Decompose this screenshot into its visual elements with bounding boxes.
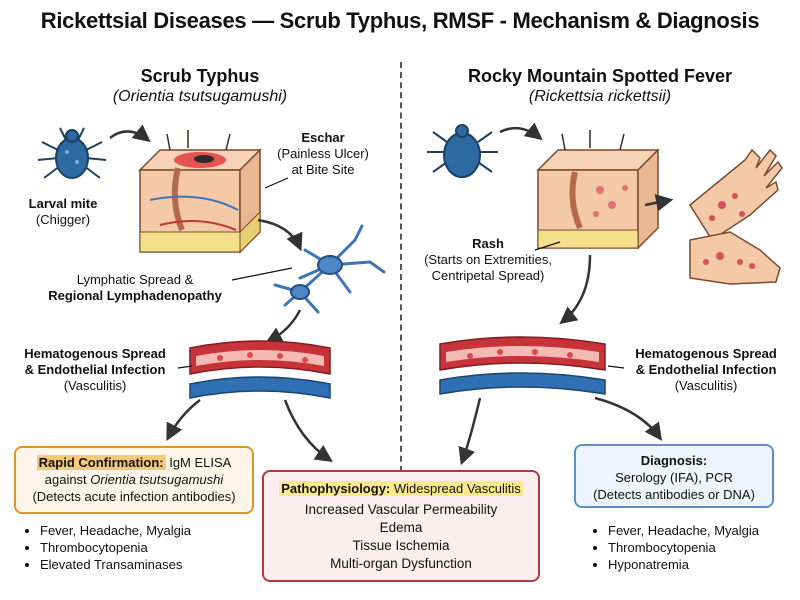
- rapid-confirmation-label: Rapid Confirmation:: [36, 455, 166, 470]
- diagnosis-box: Diagnosis: Serology (IFA), PCR (Detects …: [574, 444, 774, 508]
- diagnosis-label: Diagnosis:: [640, 453, 708, 468]
- eschar-title: Eschar: [301, 130, 345, 145]
- vector-label: Larval mite (Chigger): [8, 196, 118, 228]
- right-hemato-line-3: (Vasculitis): [674, 378, 738, 393]
- skin-rash-illustration: [536, 130, 660, 250]
- right-hemato-label: Hematogenous Spread & Endothelial Infect…: [616, 346, 796, 394]
- hand-foot-illustration: [689, 148, 783, 285]
- right-findings-list: Fever, Headache, Myalgia Thrombocytopeni…: [590, 522, 800, 573]
- left-finding-item: Thrombocytopenia: [40, 539, 270, 556]
- eschar-label: Eschar (Painless Ulcer) at Bite Site: [268, 130, 378, 178]
- right-finding-item: Fever, Headache, Myalgia: [608, 522, 800, 539]
- section-divider: [400, 62, 402, 482]
- larval-mite-icon: [37, 127, 107, 179]
- rash-desc-2: Centripetal Spread): [431, 268, 545, 283]
- eschar-desc-1: (Painless Ulcer): [277, 146, 369, 161]
- diagnosis-line-2: (Detects antibodies or DNA): [593, 487, 755, 502]
- rmsf-heading: Rocky Mountain Spotted Fever: [467, 66, 733, 86]
- pathophysiology-item: Increased Vascular Permeability: [304, 502, 498, 517]
- rapid-confirmation-against: against: [44, 472, 91, 487]
- pathophysiology-item: Edema: [379, 520, 423, 535]
- pathophysiology-box: Pathophysiology: Widespread Vasculitis I…: [262, 470, 540, 582]
- left-hemato-line-1: Hematogenous Spread: [24, 346, 166, 361]
- pathophysiology-item: Tissue Ischemia: [352, 538, 450, 553]
- right-finding-item: Thrombocytopenia: [608, 539, 800, 556]
- lymphatic-line-1: Lymphatic Spread &: [76, 272, 194, 287]
- pathophysiology-value: Widespread Vasculitis: [390, 481, 521, 496]
- rmsf-organism: (Rickettsia rickettsii): [528, 88, 672, 105]
- pathophysiology-label-text: Pathophysiology:: [281, 481, 391, 496]
- pathophysiology-label: Pathophysiology: Widespread Vasculitis: [279, 481, 523, 496]
- lymphatic-label: Lymphatic Spread & Regional Lymphadenopa…: [30, 272, 240, 304]
- tick-icon: [427, 124, 498, 178]
- right-hemato-line-2: & Endothelial Infection: [635, 362, 777, 377]
- rapid-confirmation-test: IgM ELISA: [165, 455, 232, 470]
- left-hemato-line-2: & Endothelial Infection: [24, 362, 166, 377]
- lymph-node-illustration: [273, 224, 386, 314]
- diagnosis-line-1: Serology (IFA), PCR: [615, 470, 733, 485]
- left-hemato-line-3: (Vasculitis): [63, 378, 127, 393]
- page-title: Rickettsial Diseases — Scrub Typhus, RMS…: [40, 8, 760, 33]
- right-finding-item: Hyponatremia: [608, 556, 800, 573]
- vector-alias: (Chigger): [35, 212, 91, 227]
- rash-label: Rash (Starts on Extremities, Centripetal…: [408, 236, 568, 284]
- pathophysiology-item: Multi-organ Dysfunction: [330, 556, 472, 571]
- scrub-typhus-heading: Scrub Typhus: [140, 66, 260, 86]
- left-finding-item: Fever, Headache, Myalgia: [40, 522, 270, 539]
- left-finding-item: Elevated Transaminases: [40, 556, 270, 573]
- scrub-typhus-organism: (Orientia tsutsugamushi): [112, 88, 288, 105]
- vector-name: Larval mite: [28, 196, 98, 211]
- right-blood-vessel: [439, 336, 606, 395]
- rash-title: Rash: [472, 236, 504, 251]
- rapid-confirmation-organism: Orientia tsutsugamushi: [90, 472, 224, 487]
- left-findings-list: Fever, Headache, Myalgia Thrombocytopeni…: [22, 522, 270, 573]
- skin-eschar-illustration: [138, 130, 262, 254]
- rapid-confirmation-detects: (Detects acute infection antibodies): [32, 489, 236, 504]
- lymphatic-line-2: Regional Lymphadenopathy: [48, 288, 222, 303]
- left-hemato-label: Hematogenous Spread & Endothelial Infect…: [5, 346, 185, 394]
- rapid-confirmation-box: Rapid Confirmation: IgM ELISA against Or…: [14, 446, 254, 514]
- left-blood-vessel: [189, 340, 331, 399]
- rash-desc-1: (Starts on Extremities,: [424, 252, 552, 267]
- eschar-desc-2: at Bite Site: [291, 162, 355, 177]
- right-hemato-line-1: Hematogenous Spread: [635, 346, 777, 361]
